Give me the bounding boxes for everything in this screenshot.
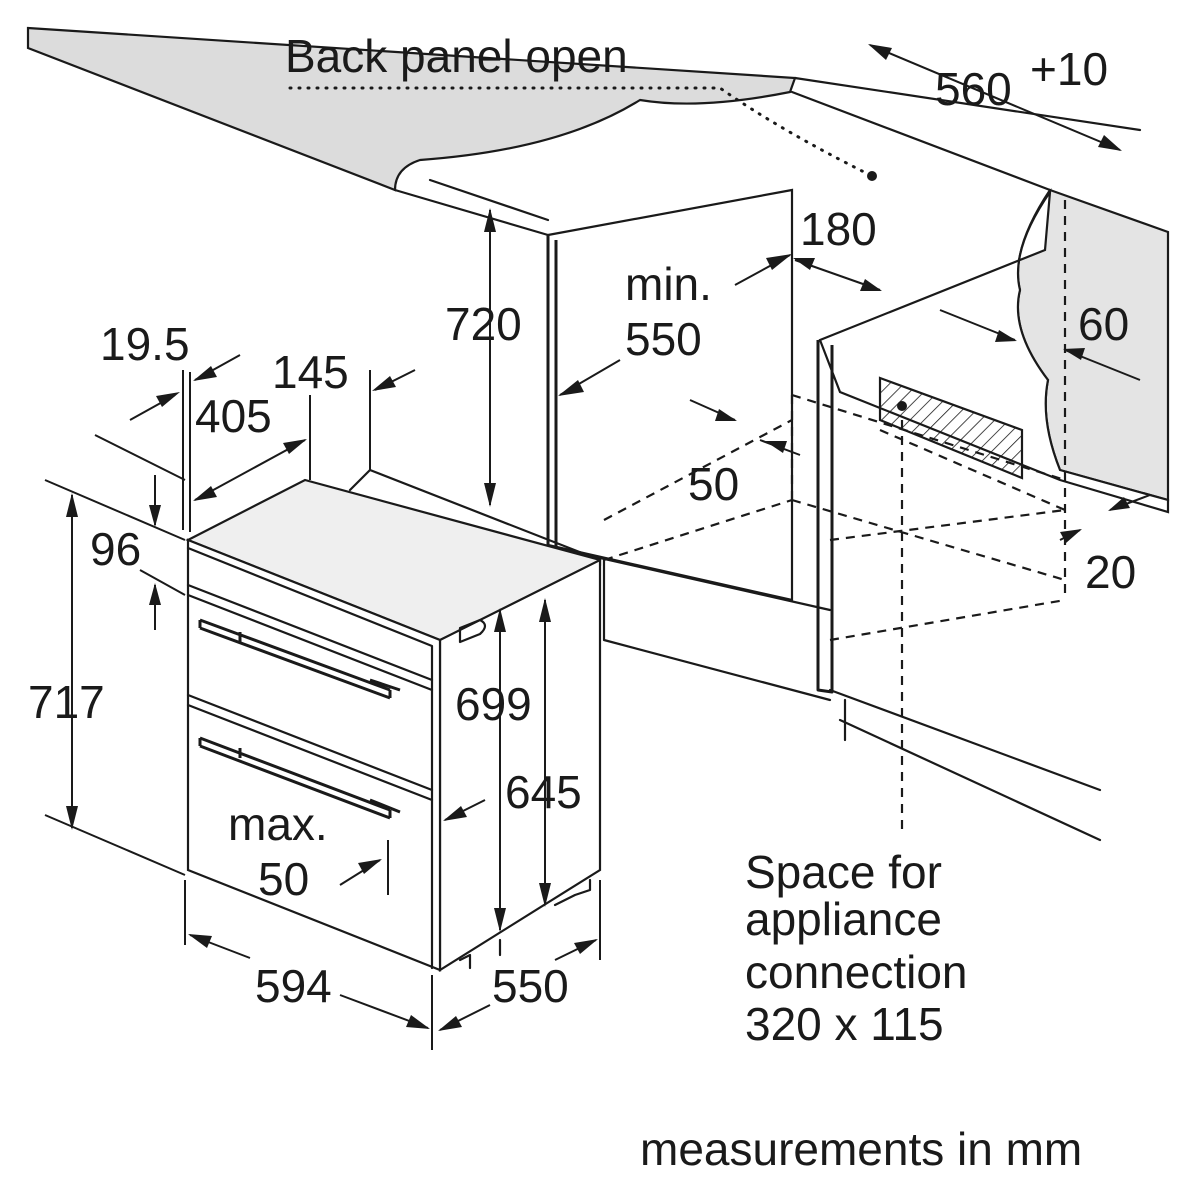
label-19-5: 19.5 [100,318,190,370]
label-720: 720 [445,298,522,350]
label-594: 594 [255,960,332,1012]
label-180: 180 [800,203,877,255]
kitchen-cabinet [26,26,1170,842]
label-space-line2: appliance [745,893,942,945]
dimension-lines [44,44,1151,1050]
label-units: measurements in mm [640,1123,1082,1175]
label-50-front: 50 [258,853,309,905]
worktop [26,26,797,192]
label-max: max. [228,798,328,850]
label-depth-550: 550 [492,960,569,1012]
upper-door-handle [198,618,401,700]
label-min: min. [625,258,712,310]
label-405: 405 [195,390,272,442]
cabinet-right-side [818,187,1170,514]
label-back-panel-open: Back panel open [285,30,628,82]
label-50-gap: 50 [688,458,739,510]
label-20: 20 [1085,546,1136,598]
label-niche-depth-550: 550 [625,313,702,365]
label-niche-width: 560 [935,63,1012,115]
label-60: 60 [1078,298,1129,350]
label-96: 96 [90,523,141,575]
double-oven [185,468,602,972]
dimension-labels: Back panel open 560 +10 180 720 min. 550… [28,30,1136,1175]
connection-space-box [878,376,1024,480]
back-panel-leader [288,86,872,177]
lower-door-handle [198,736,401,820]
label-space-line4: 320 x 115 [745,998,944,1050]
label-niche-width-tolerance: +10 [1030,43,1108,95]
label-145: 145 [272,346,349,398]
label-645: 645 [505,766,582,818]
label-717: 717 [28,676,105,728]
niche-left-panel [546,235,558,548]
label-699: 699 [455,678,532,730]
label-space-line1: Space for [745,846,942,898]
label-space-line3: connection [745,946,968,998]
